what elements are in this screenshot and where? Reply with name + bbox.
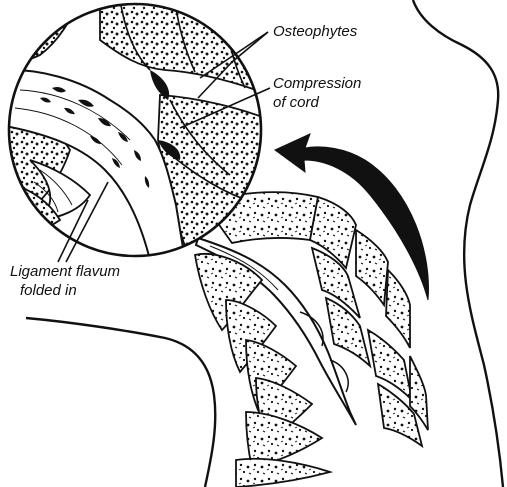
compression-text-line1: Compression: [273, 74, 361, 93]
osteophytes-text: Osteophytes: [273, 22, 357, 41]
compression-of-cord-label: Compression of cord: [273, 74, 361, 112]
osteophytes-label: Osteophytes: [273, 22, 357, 41]
ligament-text-line1: Ligament flavum: [10, 262, 120, 281]
spinous-processes: [195, 254, 330, 487]
shoulder-outline: [26, 318, 215, 487]
ligament-text-line2: folded in: [10, 281, 120, 300]
ligament-flavum-label: Ligament flavum folded in: [10, 262, 120, 300]
compression-text-line2: of cord: [273, 93, 361, 112]
